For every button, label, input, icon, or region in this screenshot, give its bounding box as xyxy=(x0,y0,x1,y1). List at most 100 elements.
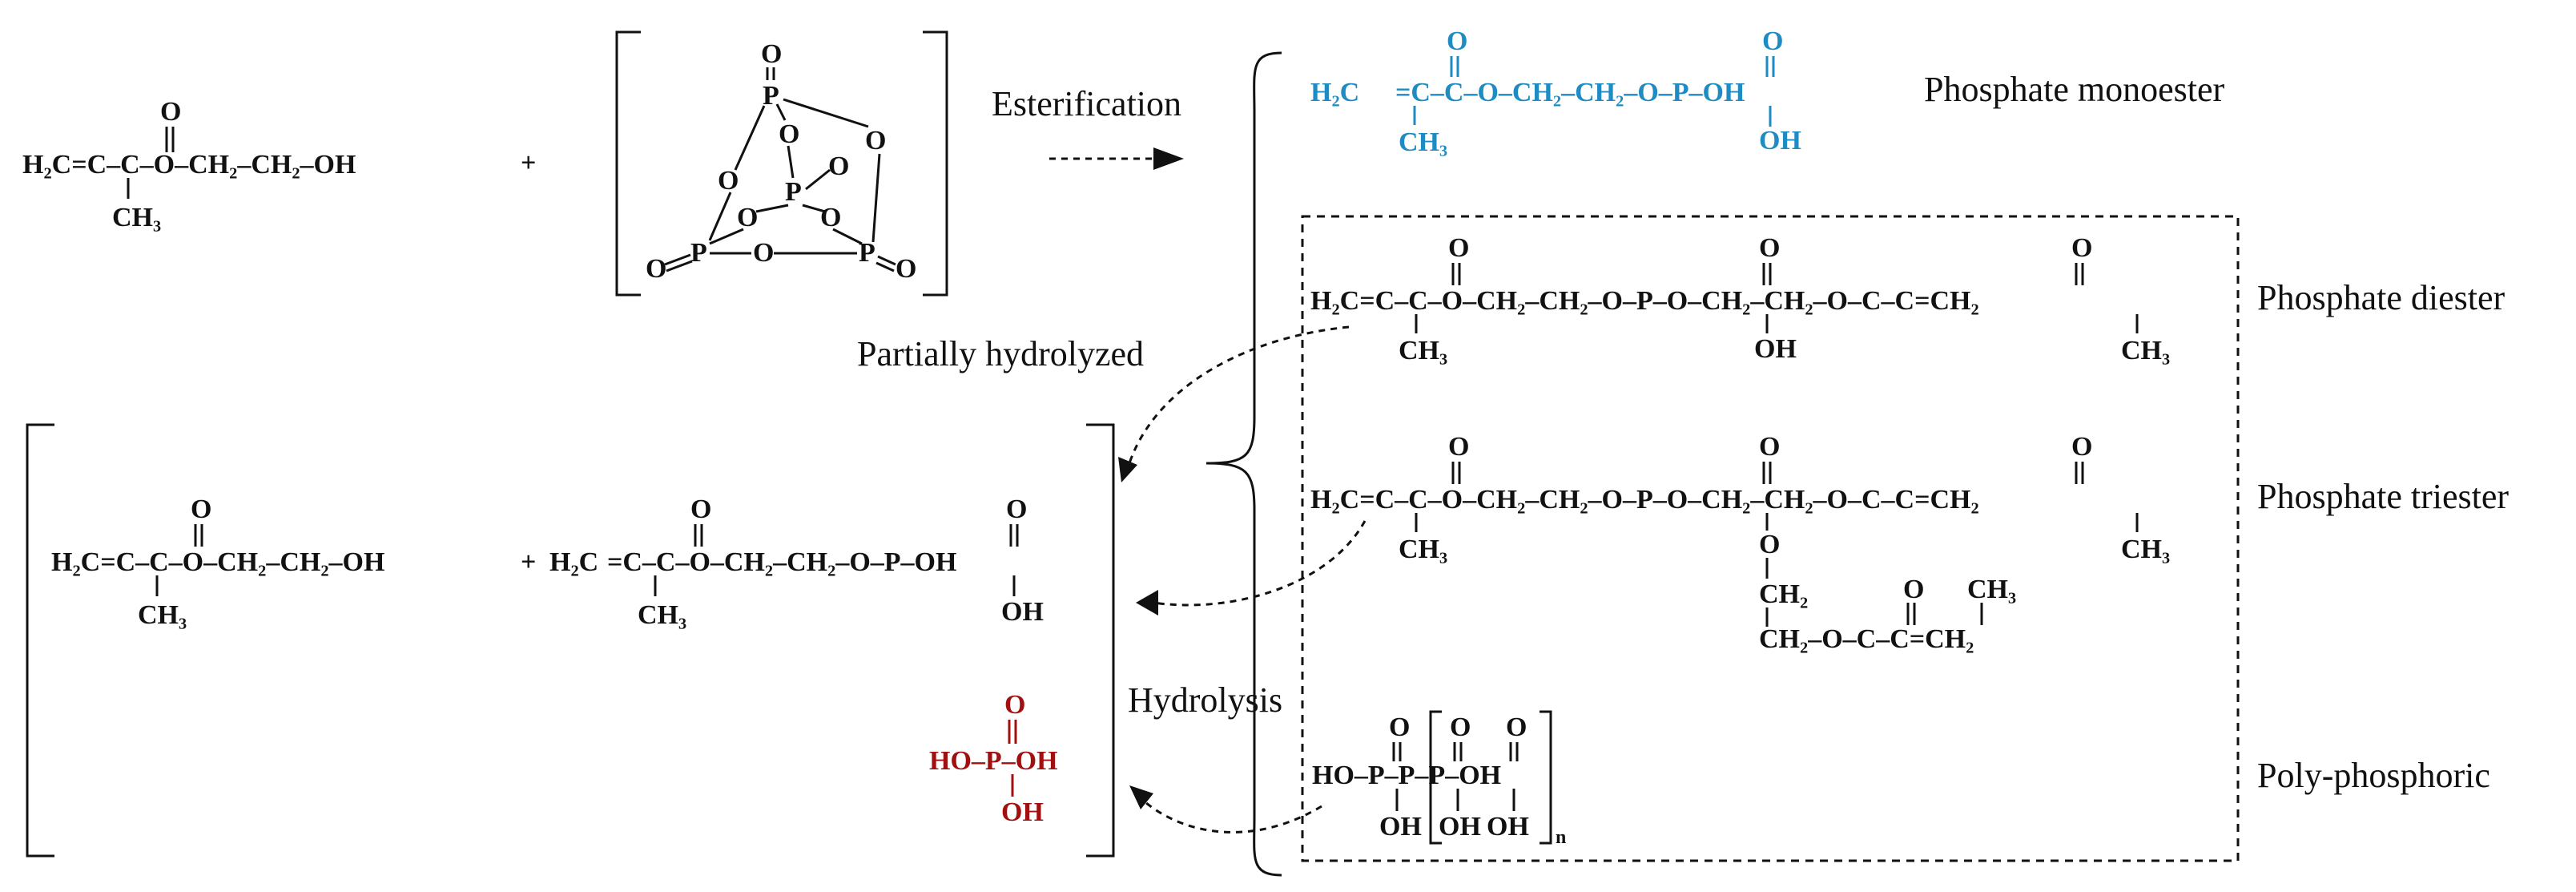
triester-tail-o: O xyxy=(1903,575,1924,604)
product-mono-bonds xyxy=(654,524,1019,596)
partially-hydrolyzed-label: Partially hydrolyzed xyxy=(857,334,1144,373)
hema-methyl: CH₃ xyxy=(112,203,161,232)
esterification-label: Esterification xyxy=(992,84,1181,123)
cage-o-pcenter: O xyxy=(828,151,849,181)
triester-o-right: O xyxy=(2071,432,2092,462)
product-mono-h2c: H₂C xyxy=(549,547,598,577)
product-hema: H₂C=C–C–O–CH₂–CH₂–OH O CH₃ xyxy=(51,494,384,630)
arrowhead-poly xyxy=(1129,785,1153,809)
triester-formula: H₂C=C–C–O–CH₂–CH₂–O–P–O–CH₂–CH₂–O–C–C=CH… xyxy=(1310,485,1979,515)
cage-p-top: P xyxy=(763,81,779,111)
phosphoric-o: O xyxy=(1004,690,1025,720)
poly-oh-2: OH xyxy=(1439,812,1481,842)
diester-methyl-right: CH₃ xyxy=(2121,336,2170,365)
phosphoric-acid: HO–P–OH O OH xyxy=(929,690,1058,827)
arrow-poly-to-phosphoric xyxy=(1137,795,1322,833)
arrow-diester-to-products xyxy=(1126,325,1350,469)
triester-bonds xyxy=(1415,462,2139,627)
product-brace xyxy=(1205,51,1282,877)
product-hema-bonds xyxy=(155,524,203,596)
poly-right-bracket xyxy=(1540,710,1552,845)
cage-p-right: P xyxy=(859,238,875,268)
poly-formula: HO–P–P–P–OH xyxy=(1312,761,1501,790)
hema-formula: H₂C=C–C–O–CH₂–CH₂–OH xyxy=(22,150,356,180)
polyphosphoric-structure: HO–P–P–P–OH O O O OH OH OH n xyxy=(1312,710,1566,848)
cage-o-top: O xyxy=(761,39,782,69)
arrow-triester-to-products xyxy=(1153,520,1366,607)
cage-o-inner-l: O xyxy=(737,203,758,232)
triester-tail: CH₂–O–C–C=CH₂ xyxy=(1759,624,1974,654)
diester-p-oh: OH xyxy=(1754,334,1797,364)
phosphoric-formula: HO–P–OH xyxy=(929,746,1058,776)
plus-sign-2: + xyxy=(521,547,536,577)
diester-o-right: O xyxy=(2071,233,2092,263)
phosphoric-bonds xyxy=(1008,720,1017,797)
triester-o-branch: O xyxy=(1759,530,1780,559)
cage-right-bracket xyxy=(923,30,948,297)
mono-p-o: O xyxy=(1762,26,1783,56)
diester-methyl-left: CH₃ xyxy=(1399,336,1447,365)
diester-o-left: O xyxy=(1448,233,1469,263)
esterification-arrowhead xyxy=(1153,147,1184,170)
product-mono-formula: =C–C–O–CH₂–CH₂–O–P–OH xyxy=(607,547,956,577)
cage-o-upper: O xyxy=(779,119,799,149)
triester-methyl-right: CH₃ xyxy=(2121,535,2170,564)
product-hema-methyl: CH₃ xyxy=(138,600,187,630)
triester-label: Phosphate triester xyxy=(2257,477,2509,516)
byproducts-box xyxy=(1301,215,2240,862)
monoester-label: Phosphate monoester xyxy=(1924,70,2225,109)
triester-o-p: O xyxy=(1759,432,1780,462)
triester-o-left: O xyxy=(1448,432,1469,462)
cage-p-center: P xyxy=(785,177,802,207)
plus-sign-1: + xyxy=(521,148,536,178)
triester-methyl-left: CH₃ xyxy=(1399,535,1447,564)
arrowhead-diester xyxy=(1118,457,1137,482)
mono-c-double: =C–C–O–CH₂–CH₂–O–P–OH xyxy=(1395,78,1745,107)
triester-ch2-a: CH₂ xyxy=(1759,579,1808,609)
mono-methyl: CH₃ xyxy=(1399,127,1447,157)
poly-n: n xyxy=(1556,827,1566,848)
cage-o-left: O xyxy=(718,166,739,196)
cage-bonds xyxy=(664,67,896,272)
products-right-bracket xyxy=(1086,423,1115,858)
cage-left-bracket xyxy=(615,30,641,297)
diester-formula: H₂C=C–C–O–CH₂–CH₂–O–P–O–CH₂–CH₂–O–C–C=CH… xyxy=(1310,286,1979,316)
cage-p-left: P xyxy=(690,238,707,268)
triester-structure: H₂C=C–C–O–CH₂–CH₂–O–P–O–CH₂–CH₂–O–C–C=CH… xyxy=(1310,432,2170,654)
hema-carbonyl-o: O xyxy=(160,97,181,127)
poly-o-3: O xyxy=(1506,712,1527,742)
cage-o-right: O xyxy=(865,126,886,155)
poly-bonds xyxy=(1392,742,1519,811)
hema-reactant: H₂C=C–C–O–CH₂–CH₂–OH O CH₃ xyxy=(22,97,356,232)
phosphoric-oh: OH xyxy=(1001,797,1044,827)
product-mono-oh: OH xyxy=(1001,597,1044,627)
polyphosphoric-label: Poly-phosphoric xyxy=(2257,756,2490,795)
mono-p-oh: OH xyxy=(1759,126,1801,155)
poly-o-2: O xyxy=(1450,712,1471,742)
poly-oh-3: OH xyxy=(1487,812,1529,842)
cage-o-pleft: O xyxy=(646,254,666,284)
product-hema-o: O xyxy=(191,494,211,524)
cage-o-pright: O xyxy=(896,254,916,284)
product-hema-formula: H₂C=C–C–O–CH₂–CH₂–OH xyxy=(51,547,384,577)
poly-left-bracket xyxy=(1429,710,1442,845)
product-mono-o-left: O xyxy=(690,494,711,524)
product-mono-methyl: CH₃ xyxy=(638,600,686,630)
monoester-structure: H₂C =C–C–O–CH₂–CH₂–O–P–OH O O CH₃ OH xyxy=(1310,26,1801,157)
diester-label: Phosphate diester xyxy=(2257,278,2506,317)
poly-o-1: O xyxy=(1389,712,1410,742)
diester-o-p: O xyxy=(1759,233,1780,263)
diester-bonds xyxy=(1415,263,2139,333)
hydrolysis-label: Hydrolysis xyxy=(1128,680,1282,720)
mono-carbonyl-o: O xyxy=(1447,26,1467,56)
cage-o-inner-r: O xyxy=(820,203,841,232)
arrowhead-triester xyxy=(1136,590,1158,616)
mono-h2c: H₂C xyxy=(1310,78,1359,107)
poly-oh-1: OH xyxy=(1379,812,1422,842)
mono-bonds xyxy=(1413,56,1775,127)
triester-tail-methyl: CH₃ xyxy=(1967,575,2016,604)
diester-structure: H₂C=C–C–O–CH₂–CH₂–O–P–O–CH₂–CH₂–O–C–C=CH… xyxy=(1310,233,2170,365)
cage-o-bottom: O xyxy=(753,238,774,268)
product-monoester: H₂C =C–C–O–CH₂–CH₂–O–P–OH O O CH₃ OH xyxy=(549,494,1044,630)
